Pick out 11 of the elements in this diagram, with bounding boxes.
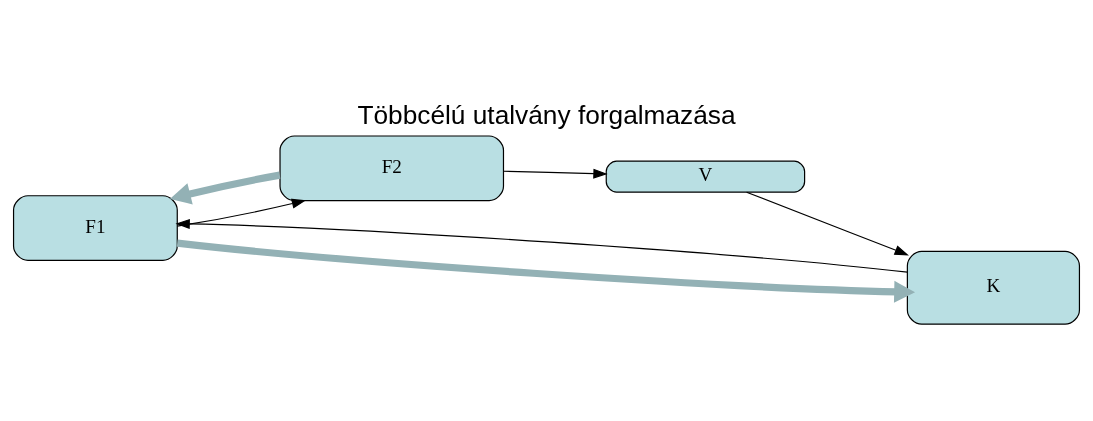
arrow [176, 198, 307, 227]
arrow [169, 171, 281, 204]
node-box: V [605, 160, 806, 193]
diagram-title: Többcélú utalvány forgalmazása [357, 99, 736, 130]
arrow [746, 191, 909, 255]
node-box: K [906, 250, 1081, 325]
arrow [175, 218, 908, 273]
node-box: F2 [279, 134, 505, 201]
arrow [176, 239, 916, 303]
node-box: F1 [12, 194, 178, 261]
arrow [503, 168, 608, 179]
